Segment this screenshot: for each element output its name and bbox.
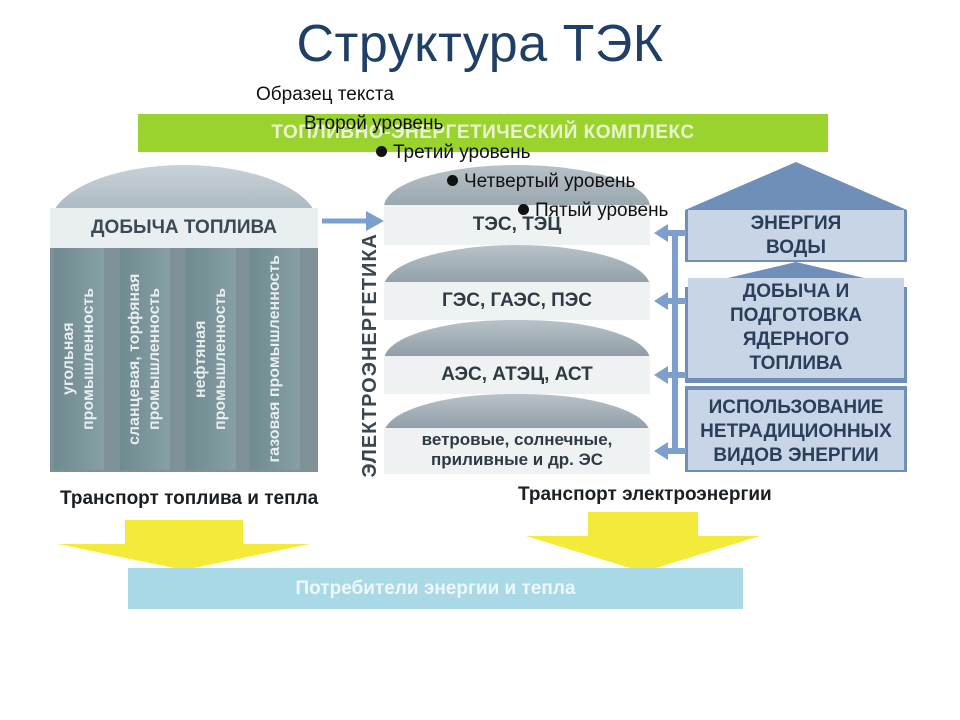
industry-gas: газовая промышленность xyxy=(266,255,283,463)
industry-oil: нефтяная промышленность xyxy=(192,287,229,431)
outline-level-1: Образец текста xyxy=(256,84,394,105)
header-bar xyxy=(138,114,828,152)
fuel-heat-transport-label: Транспорт топлива и тепла xyxy=(60,488,319,509)
outline-level-4: Четвертый уровень xyxy=(447,171,635,193)
aes-atec-ast-label: АЭС, АТЭЦ, АСТ xyxy=(384,356,650,394)
arrow-left-icon xyxy=(654,292,686,310)
industry-strip-gas xyxy=(250,248,300,470)
bullet-icon xyxy=(447,175,458,186)
nuclear-fuel-bg xyxy=(688,278,904,378)
arrow-left-icon xyxy=(654,224,686,242)
mid-dome-3 xyxy=(384,320,650,360)
bullet-icon xyxy=(518,204,529,215)
electricity-transport-label: Транспорт электроэнергии xyxy=(518,484,772,505)
fuel-extraction-label: ДОБЫЧА ТОПЛИВА xyxy=(50,208,318,248)
nonconventional-label: ИСПОЛЬЗОВАНИЕ НЕТРАДИЦИОННЫХ ВИДОВ ЭНЕРГ… xyxy=(700,397,892,466)
nonconventional-bg xyxy=(688,390,904,470)
industry-strip-coal xyxy=(54,248,104,470)
ges-gaes-pes-label: ГЭС, ГАЭС, ПЭС xyxy=(384,282,650,320)
slide-title: Структура ТЭК xyxy=(296,15,664,73)
water-energy-bg xyxy=(688,210,904,260)
arrow-down-icon xyxy=(526,512,760,572)
consumers-bar: Потребители энергии и тепла xyxy=(128,568,743,609)
industry-shale-peat: сланцевая, торфяная промышленность xyxy=(126,273,163,445)
bullet-icon xyxy=(376,146,387,157)
water-energy-label: ЭНЕРГИЯ ВОДЫ xyxy=(750,213,842,258)
nuclear-fuel-label: ДОБЫЧА И ПОДГОТОВКА ЯДЕРНОГО ТОПЛИВА xyxy=(730,281,862,374)
renewables-label: ветровые, солнечные, приливные и др. ЭС xyxy=(384,428,650,474)
connector-line xyxy=(672,232,678,450)
arrow-left-icon xyxy=(654,366,686,384)
outline-level-2: Второй уровень xyxy=(304,113,444,134)
arrow-left-icon xyxy=(654,442,686,460)
arrow-right-icon xyxy=(322,211,384,231)
right-roof-1 xyxy=(685,162,907,210)
outline-level-5: Пятый уровень xyxy=(518,200,668,222)
industry-coal: угольная промышленность xyxy=(60,287,97,431)
header-bar-label: ТОПЛИВНО-ЭНЕРГЕТИЧЕСКИЙ КОМПЛЕКС xyxy=(271,122,695,143)
industry-strip-shale xyxy=(120,248,170,470)
industry-strip-oil xyxy=(186,248,236,470)
tes-tec-label: ТЭС, ТЭЦ xyxy=(384,205,650,245)
outline-level-3: Третий уровень xyxy=(376,142,531,164)
arrow-down-icon xyxy=(58,520,310,570)
